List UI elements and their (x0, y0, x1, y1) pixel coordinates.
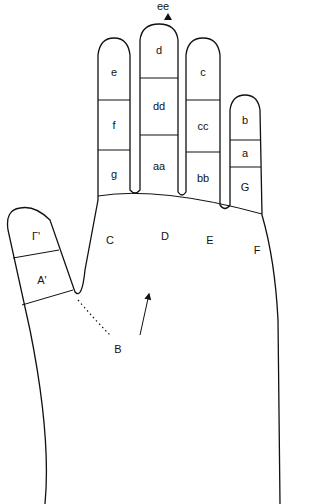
segment-label: G (241, 182, 250, 193)
tip-triangle (164, 13, 172, 20)
segment-label: A' (37, 275, 46, 286)
segment-label: B (114, 344, 121, 355)
knuckle-line (98, 193, 262, 214)
segment-label: g (111, 169, 117, 180)
segment-label: c (200, 67, 206, 78)
segment-label: aa (153, 161, 165, 172)
segment-label: f (112, 120, 115, 131)
segment-label: dd (153, 101, 165, 112)
segment-label: cc (198, 121, 209, 132)
segment-label: b (242, 115, 248, 126)
dotted-path (78, 300, 110, 335)
direction-arrow (140, 294, 149, 335)
finger-joints (13, 78, 261, 305)
hand-outline (8, 24, 281, 504)
segment-label: ee (157, 1, 169, 12)
segment-label: Γ' (32, 231, 40, 242)
segment-label: bb (197, 173, 209, 184)
segment-label: d (156, 45, 162, 56)
segment-label: a (242, 148, 248, 159)
segment-label: C (106, 235, 114, 246)
segment-label: D (161, 231, 169, 242)
segment-label: F (254, 245, 261, 256)
segment-label: E (206, 235, 213, 246)
segment-label: e (111, 67, 117, 78)
